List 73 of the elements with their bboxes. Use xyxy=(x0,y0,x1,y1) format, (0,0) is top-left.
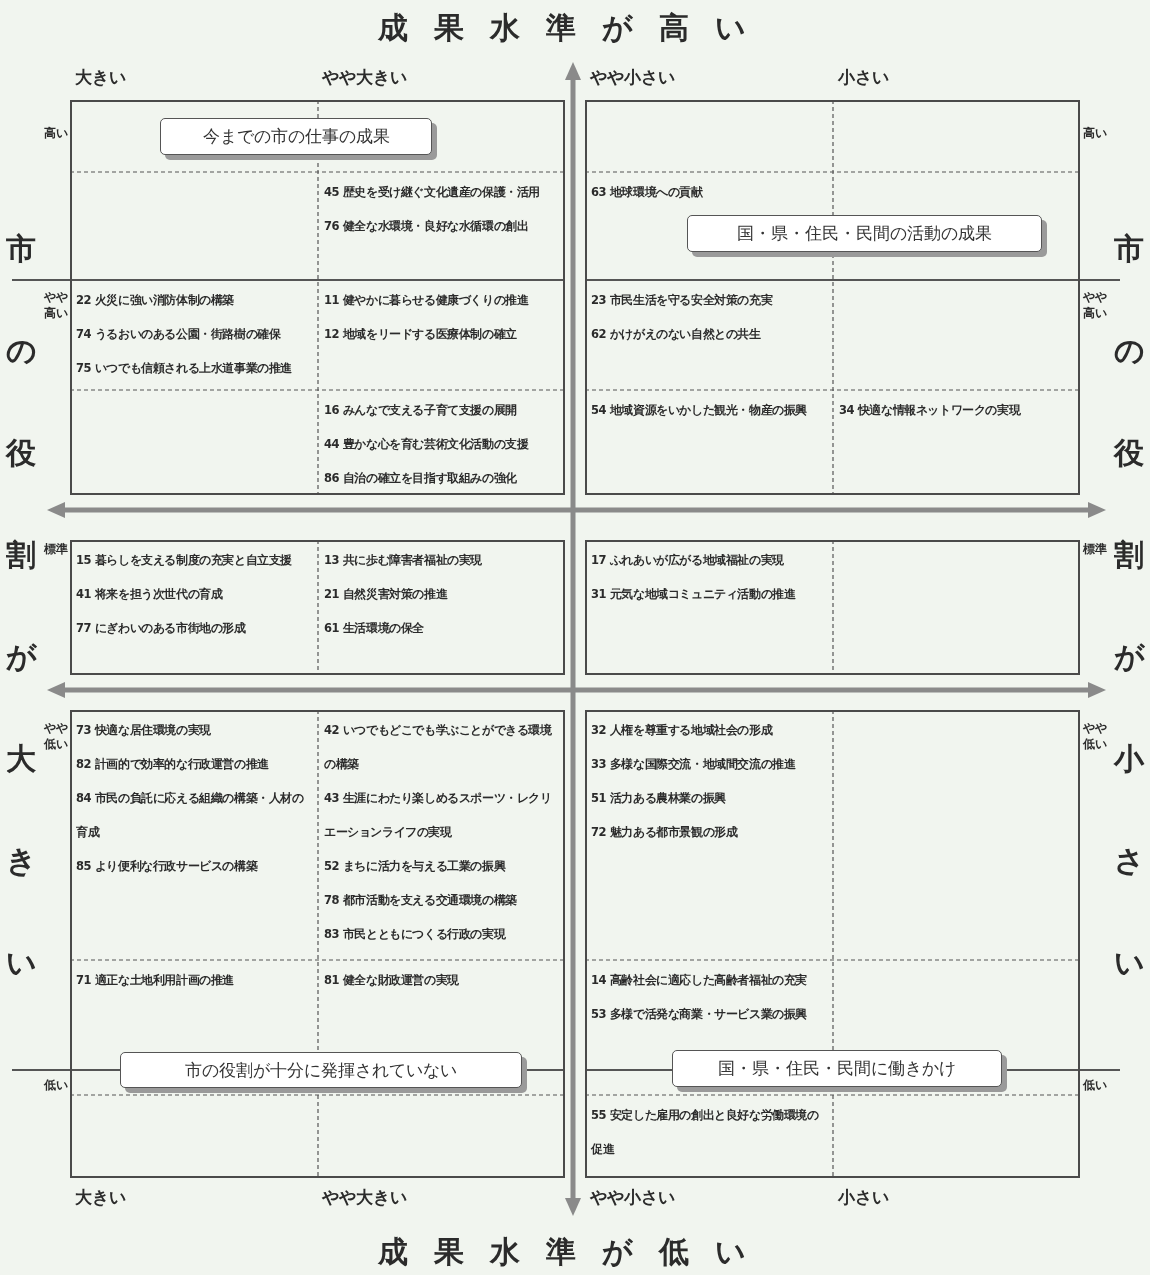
policy-item: 14 高齢社会に適応した高齢者福祉の充実 xyxy=(591,972,808,989)
quadrant-panel xyxy=(70,100,565,495)
column-label: やや小さい xyxy=(590,1186,675,1209)
policy-item: 72 魅力ある都市景観の形成 xyxy=(591,824,739,841)
policy-item: 21 自然災害対策の推進 xyxy=(324,586,449,603)
policy-item: 43 生涯にわたり楽しめるスポーツ・レクリエーションライフの実現 xyxy=(324,790,553,841)
axis-title: 成果水準が高い xyxy=(377,9,773,47)
policy-item: 42 いつでもどこでも学ぶことができる環境の構築 xyxy=(324,722,553,773)
policy-item: 45 歴史を受け継ぐ文化遺産の保護・活用 xyxy=(324,184,541,201)
row-label: 標準 xyxy=(1083,542,1108,558)
policy-item: 53 多様で活発な商業・サービス業の振興 xyxy=(591,1006,808,1023)
policy-item: 63 地球環境への貢献 xyxy=(591,184,704,201)
row-label: 低い xyxy=(1083,1078,1108,1094)
policy-item: 82 計画的で効率的な行政運営の推進 xyxy=(76,756,270,773)
quadrant-panel xyxy=(70,710,565,1178)
policy-item: 51 活力ある農林業の振興 xyxy=(591,790,727,807)
callout-text: 国・県・住民・民間の活動の成果 xyxy=(737,222,992,245)
policy-item: 86 自治の確立を目指す取組みの強化 xyxy=(324,470,518,487)
policy-item: 12 地域をリードする医療体制の確立 xyxy=(324,326,518,343)
policy-item: 81 健全な財政運営の実現 xyxy=(324,972,460,989)
policy-item: 31 元気な地域コミュニティ活動の推進 xyxy=(591,586,797,603)
policy-item: 54 地域資源をいかした観光・物産の振興 xyxy=(591,402,808,419)
callout-text: 国・県・住民・民間に働きかけ xyxy=(718,1057,956,1080)
column-label: 大きい xyxy=(75,1186,126,1209)
policy-item: 84 市民の負託に応える組織の構築・人材の育成 xyxy=(76,790,305,841)
policy-item: 41 将来を担う次世代の育成 xyxy=(76,586,224,603)
row-label: 低い xyxy=(44,1078,69,1094)
policy-item: 22 火災に強い消防体制の構築 xyxy=(76,292,235,309)
row-label: やや高い xyxy=(44,290,69,322)
policy-item: 71 適正な土地利用計画の推進 xyxy=(76,972,235,989)
quadrant-panel xyxy=(70,540,565,675)
policy-item: 34 快適な情報ネットワークの実現 xyxy=(839,402,1022,419)
policy-item: 61 生活環境の保全 xyxy=(324,620,425,637)
callout-text: 市の役割が十分に発揮されていない xyxy=(185,1058,457,1082)
callout-text: 今までの市の仕事の成果 xyxy=(202,125,390,148)
policy-item: 23 市民生活を守る安全対策の充実 xyxy=(591,292,774,309)
row-label: やや高い xyxy=(1083,290,1108,322)
column-label: 小さい xyxy=(838,1186,889,1209)
policy-item: 77 にぎわいのある市街地の形成 xyxy=(76,620,247,637)
policy-item: 15 暮らしを支える制度の充実と自立支援 xyxy=(76,552,293,569)
policy-item: 52 まちに活力を与える工業の振興 xyxy=(324,858,507,875)
row-label: 高い xyxy=(44,126,69,142)
axis-title: 市の役割が小さい xyxy=(1114,230,1144,982)
policy-item: 73 快適な居住環境の実現 xyxy=(76,722,212,739)
policy-item: 11 健やかに暮らせる健康づくりの推進 xyxy=(324,292,530,309)
quadrant-panel xyxy=(585,540,1080,675)
quadrant-panel xyxy=(585,100,1080,495)
column-label: やや小さい xyxy=(590,66,675,89)
policy-item: 44 豊かな心を育む芸術文化活動の支援 xyxy=(324,436,530,453)
policy-item: 32 人権を尊重する地域社会の形成 xyxy=(591,722,774,739)
axis-title: 成果水準が低い xyxy=(377,1233,773,1271)
axis-title: 市の役割が大きい xyxy=(6,230,36,982)
policy-item: 76 健全な水環境・良好な水循環の創出 xyxy=(324,218,530,235)
column-label: 大きい xyxy=(75,66,126,89)
policy-item: 74 うるおいのある公園・街路樹の確保 xyxy=(76,326,282,343)
policy-item: 85 より便利な行政サービスの構築 xyxy=(76,858,259,875)
column-label: やや大きい xyxy=(322,66,407,89)
column-label: やや大きい xyxy=(322,1186,407,1209)
policy-item: 13 共に歩む障害者福祉の実現 xyxy=(324,552,483,569)
policy-item: 16 みんなで支える子育て支援の展開 xyxy=(324,402,518,419)
policy-item: 62 かけがえのない自然との共生 xyxy=(591,326,762,343)
row-label: やや低い xyxy=(44,721,69,753)
policy-item: 83 市民とともにつくる行政の実現 xyxy=(324,926,507,943)
policy-item: 17 ふれあいが広がる地域福祉の実現 xyxy=(591,552,785,569)
policy-item: 75 いつでも信頼される上水道事業の推進 xyxy=(76,360,293,377)
policy-item: 55 安定した雇用の創出と良好な労働環境の促進 xyxy=(591,1107,820,1158)
policy-item: 78 都市活動を支える交通環境の構築 xyxy=(324,892,518,909)
policy-item: 33 多様な国際交流・地域間交流の推進 xyxy=(591,756,797,773)
row-label: 高い xyxy=(1083,126,1108,142)
quadrant-panel xyxy=(585,710,1080,1178)
row-label: やや低い xyxy=(1083,721,1108,753)
column-label: 小さい xyxy=(838,66,889,89)
row-label: 標準 xyxy=(44,542,69,558)
